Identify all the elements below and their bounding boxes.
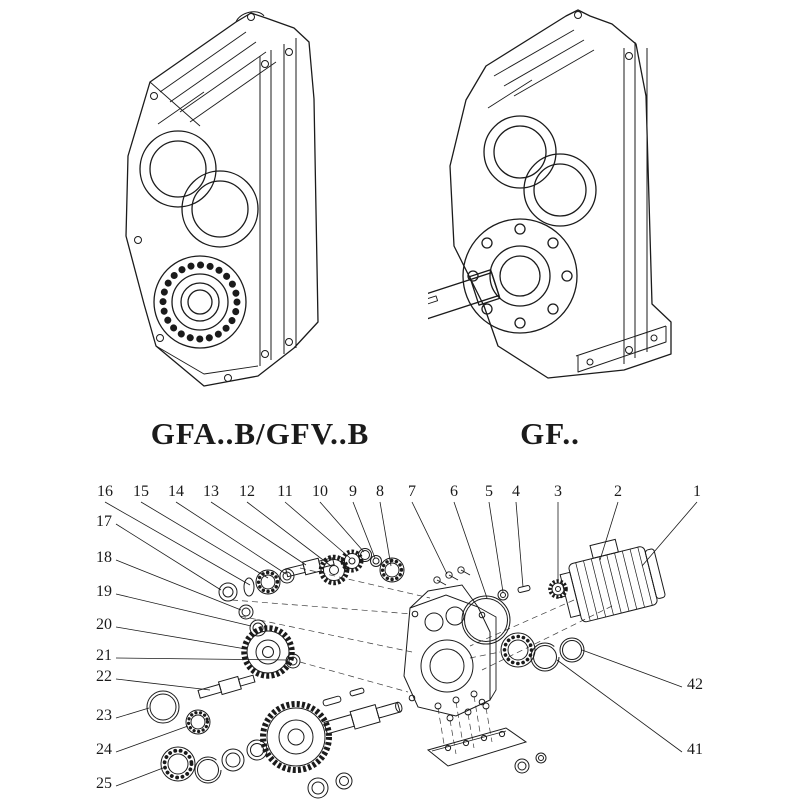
plug-parts	[514, 752, 547, 774]
input-shaft-parts	[218, 548, 405, 602]
face-bores	[139, 130, 259, 248]
edge-line	[149, 81, 201, 127]
output-shaft-parts	[160, 687, 403, 799]
exploded-view-drawing	[146, 538, 666, 799]
side-straps	[259, 38, 297, 366]
housing-bolts	[433, 566, 471, 586]
housing-outline	[125, 12, 319, 387]
gearbox-isometric-gf-drawing	[428, 9, 672, 379]
shaft-key	[517, 585, 531, 593]
output-flange	[462, 218, 578, 334]
motor-drawing	[497, 538, 666, 623]
corner-bolts	[134, 92, 232, 382]
face-bores	[483, 115, 597, 227]
output-shaft	[428, 269, 501, 325]
top-ribs	[487, 29, 595, 109]
base-feet	[575, 325, 667, 373]
lifting-lug	[574, 11, 582, 19]
base-line	[155, 345, 259, 375]
output-bearing	[153, 255, 247, 349]
housing-outline	[449, 9, 672, 379]
model-label-gfab: GFA..B/GFV..B	[150, 416, 370, 451]
output-cover-parts	[461, 595, 585, 672]
cover-plate-and-bolts	[426, 690, 528, 767]
lifting-lug	[235, 11, 265, 23]
gearbox-housing	[403, 584, 497, 717]
gearbox-isometric-gfab-drawing	[125, 11, 319, 387]
side-straps	[623, 42, 648, 364]
top-ribs	[157, 31, 277, 125]
model-label-gf: GF..	[520, 416, 580, 451]
